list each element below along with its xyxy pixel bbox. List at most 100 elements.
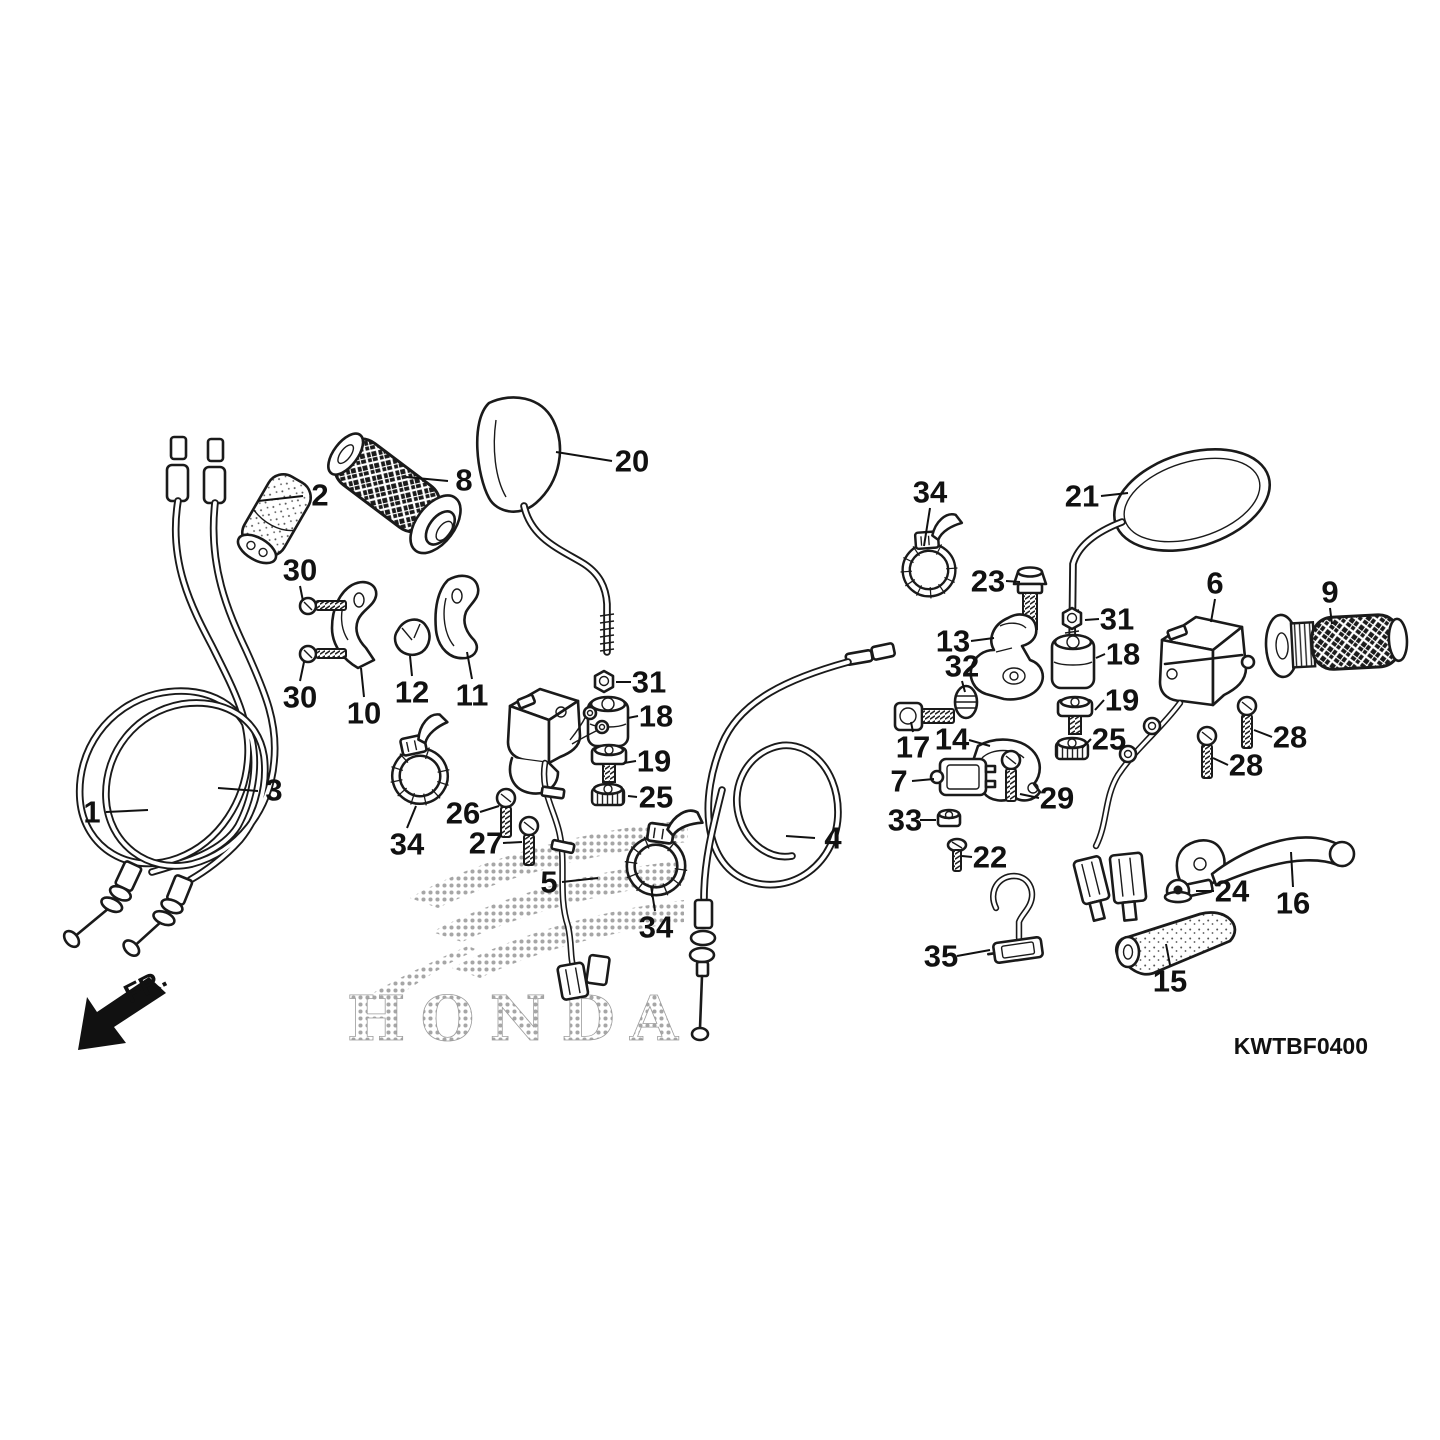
washer-32 (953, 684, 979, 720)
grip-end-cover (236, 473, 312, 565)
leader-line-22 (961, 855, 973, 858)
leader-line-3 (217, 787, 259, 792)
screw-30-upper (298, 596, 347, 616)
part-number-25: 25 (639, 780, 673, 815)
leader-line-35 (956, 949, 991, 957)
leader-line-10 (360, 667, 365, 698)
leader-line-21 (1100, 492, 1129, 497)
leader-line-8 (405, 476, 449, 482)
part-number-30: 30 (283, 680, 317, 715)
part-number-30: 30 (283, 553, 317, 588)
leader-line-15 (1165, 943, 1171, 966)
leader-line-30 (299, 661, 305, 682)
part-number-29: 29 (1040, 781, 1074, 816)
bolt-28-a (1236, 695, 1258, 749)
leader-line-7 (911, 778, 935, 782)
leader-line-19 (623, 760, 637, 764)
rubber-boot-18-left (586, 695, 630, 748)
leader-line-18 (1095, 653, 1106, 659)
leader-line-16 (1290, 851, 1294, 888)
leader-line-14 (968, 739, 991, 747)
rubber-boot-18-right (1050, 633, 1096, 690)
part-number-10: 10 (347, 696, 381, 731)
hook-guide (986, 872, 1044, 965)
switch-assembly-left (506, 687, 611, 1001)
leader-line-34 (650, 885, 656, 912)
leader-line-23 (1005, 580, 1021, 583)
hex-nut-31-left (593, 669, 615, 694)
flange-nut-25-right (1054, 736, 1090, 761)
part-number-4: 4 (824, 821, 842, 856)
part-number-22: 22 (973, 840, 1007, 875)
leader-line-30 (299, 585, 304, 602)
part-number-6: 6 (1206, 566, 1223, 601)
part-number-32: 32 (945, 649, 979, 684)
part-number-24: 24 (1215, 874, 1250, 909)
leader-line-11 (466, 651, 473, 680)
part-number-3: 3 (265, 773, 282, 808)
clutch-lever (1175, 836, 1356, 898)
switch-housing-right (1072, 615, 1256, 923)
socket-bolt-17 (893, 701, 955, 732)
left-grip (1264, 613, 1409, 679)
lever-boot (1114, 911, 1237, 976)
adjuster-19-left (590, 743, 628, 783)
leader-line-32 (961, 680, 966, 693)
hex-nut-31-right (1061, 606, 1083, 631)
part-number-25: 25 (1092, 722, 1126, 757)
leader-line-6 (1210, 598, 1216, 623)
part-number-11: 11 (456, 678, 489, 713)
bolt-27 (518, 815, 540, 866)
part-number-14: 14 (935, 722, 970, 757)
leader-line-28 (1212, 757, 1229, 766)
mirror-b (1064, 448, 1272, 654)
leader-line-19 (1094, 699, 1105, 711)
cable-clamp-right (897, 514, 967, 601)
lever-nut-24 (1163, 878, 1193, 904)
part-number-21: 21 (1065, 479, 1099, 514)
part-number-2: 2 (311, 478, 328, 513)
leader-line-2 (257, 495, 304, 502)
leader-line-26 (479, 805, 500, 813)
part-number-31: 31 (1100, 602, 1134, 637)
part-number-18: 18 (1106, 637, 1140, 672)
part-number-31: 31 (632, 665, 666, 700)
bolt-29 (1000, 749, 1022, 802)
part-number-19: 19 (1105, 683, 1139, 718)
leader-line-13 (970, 637, 995, 642)
diagram-code: KWTBF0400 (1234, 1033, 1368, 1059)
part-number-18: 18 (639, 699, 673, 734)
part-number-12: 12 (395, 675, 429, 710)
leader-line-25 (1081, 738, 1092, 749)
leader-line-34 (406, 805, 417, 829)
housing-piece-c (393, 618, 431, 657)
clutch-switch (929, 757, 997, 797)
leader-line-1 (105, 809, 149, 813)
leader-line-28 (1253, 729, 1273, 738)
front-direction-arrow-icon: FR. (78, 963, 171, 1050)
part-number-9: 9 (1321, 575, 1338, 610)
part-number-33: 33 (888, 803, 922, 838)
part-number-34: 34 (639, 910, 674, 945)
honda-watermark-text: HONDA (347, 982, 693, 1055)
screw-30-lower (298, 644, 347, 664)
leader-line-4 (785, 835, 816, 839)
part-number-19: 19 (637, 744, 671, 779)
callout-layer: 1234567891011121314151617181819192021222… (83, 444, 1338, 999)
part-number-34: 34 (390, 827, 425, 862)
leader-line-12 (409, 655, 413, 677)
leader-line-5 (561, 877, 599, 883)
leader-line-27 (502, 841, 523, 844)
throttle-grip (327, 432, 462, 555)
screw-22 (946, 837, 968, 872)
part-number-5: 5 (540, 865, 557, 900)
part-number-28: 28 (1229, 748, 1263, 783)
mirror-a (475, 396, 615, 656)
part-number-17: 17 (896, 730, 930, 765)
flange-nut-25-left (590, 782, 626, 807)
leader-line-25 (627, 795, 638, 798)
part-number-35: 35 (924, 939, 958, 974)
part-number-13: 13 (936, 624, 970, 659)
